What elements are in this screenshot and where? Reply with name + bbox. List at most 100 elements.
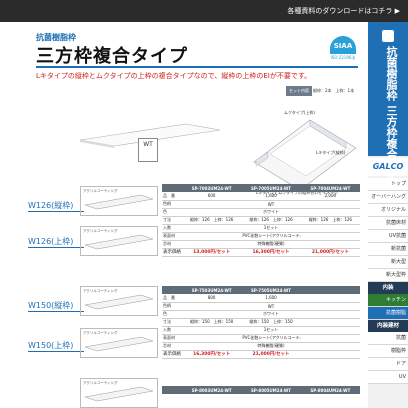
sidebar-item[interactable]: 抗菌床材 xyxy=(368,217,408,230)
header-cell xyxy=(162,184,182,192)
profile-thumb-graphic xyxy=(84,336,154,352)
profile-thumb: アクリルコーティング xyxy=(80,286,158,316)
table-cell: 特殊樹脂(硬質) xyxy=(241,240,301,249)
table-cell xyxy=(182,224,242,233)
spec-table-header: SP-8003UM24-WT SP-8005UM24-WT SP-8004UM2… xyxy=(162,386,360,394)
sidebar-item[interactable]: UV抗菌 xyxy=(368,230,408,243)
profile-thumb-graphic xyxy=(84,294,154,310)
header-cell: SP-7003UM24-WT xyxy=(182,184,242,192)
table-cell xyxy=(300,326,360,335)
table-row: 芯材 特殊樹脂(硬質) xyxy=(162,342,360,351)
table-row: 芯材特殊樹脂(硬質) xyxy=(162,240,360,249)
sidebar-item[interactable]: 抗菌樹脂 xyxy=(368,307,408,320)
header-cell: SP-7503UM24-WT xyxy=(182,286,242,294)
profile-thumb: アクリルコーティング xyxy=(80,378,158,408)
color-swatch-wt: WT xyxy=(138,138,158,162)
table-cell: PVC化粧シート(アクリルコーティング) xyxy=(241,334,301,343)
table-cell xyxy=(300,294,360,303)
page-title: 三方枠複合タイプ xyxy=(36,46,188,67)
sidebar-item[interactable]: 新大型 xyxy=(368,256,408,269)
table-cell: 1セット xyxy=(241,326,301,335)
table-cell: 縦枠：126 上枠：126 xyxy=(182,216,242,225)
sidebar-item[interactable]: オリジナル xyxy=(368,204,408,217)
table-cell: 1セット xyxy=(241,224,301,233)
sidebar-item[interactable]: ドア xyxy=(368,358,408,371)
catalog-page: 抗菌樹脂枠 三方枠複合タイプ Lキタイプの縦枠とムクタイプの上枠の複合タイプなの… xyxy=(0,22,368,408)
category-label: 抗菌樹脂枠 xyxy=(36,33,76,42)
table-cell: 1,600 xyxy=(241,294,301,303)
sidebar-item[interactable]: キッチン xyxy=(368,294,408,307)
table-cell: 600 xyxy=(182,192,242,201)
sidebar-item[interactable]: 新抗菌 xyxy=(368,243,408,256)
illustration-label-top: ムクタイプ(上枠) xyxy=(284,110,315,115)
table-row: 色ホワイト xyxy=(162,208,360,217)
table-cell xyxy=(182,208,242,217)
swatch-label: WT xyxy=(143,141,153,148)
sidebar-item[interactable]: 新大型枠 xyxy=(368,269,408,282)
brand-logo[interactable]: GALCO xyxy=(368,158,408,176)
header-cell xyxy=(300,286,360,294)
profile-thumb-graphic xyxy=(84,194,154,210)
download-link[interactable]: 各種資料のダウンロードはコチラ ▶ xyxy=(287,7,400,15)
set-contents-value: 縦枠：2本 上枠：1本 xyxy=(313,88,355,93)
row-label: 表示価格 xyxy=(162,350,182,359)
sidebar-item[interactable]: トップ xyxy=(368,178,408,191)
header-cell xyxy=(162,286,182,294)
sidebar-item[interactable]: 抗菌 xyxy=(368,332,408,345)
set-contents-label: セット内容 xyxy=(286,86,312,96)
table-cell xyxy=(300,208,360,217)
table-cell: 800 xyxy=(182,294,242,303)
thumb-label: アクリルコーティング xyxy=(83,289,118,293)
header-cell: SP-7005UM24-WT xyxy=(241,184,301,192)
frame-illustration: ムクタイプ(上枠) Lキタイプ(縦枠) Lキタイプとムクタイプの組み合わせイメー… xyxy=(250,102,358,196)
table-cell xyxy=(182,334,242,343)
table-cell: 2,000 xyxy=(300,192,360,201)
table-cell: 縦枠：126 上枠：126 xyxy=(300,216,360,225)
profile-thumb: アクリルコーティング xyxy=(80,328,158,358)
header-cell: SP-8005UM24-WT xyxy=(241,386,301,394)
thumb-label: アクリルコーティング xyxy=(83,331,118,335)
product-label-w150-top: W150(上枠) xyxy=(28,340,84,352)
set-contents: セット内容 縦枠：2本 上枠：1本 xyxy=(286,86,358,96)
row-label: 表面材 xyxy=(162,334,182,343)
row-label: 色柄 xyxy=(162,302,182,311)
table-cell xyxy=(182,326,242,335)
table-cell: 縦枠：150 上枠：150 xyxy=(241,318,301,327)
sidebar-item[interactable]: UV xyxy=(368,371,408,384)
table-cell xyxy=(300,302,360,311)
sidebar-section-header: 内装建材 xyxy=(368,320,408,332)
header-cell: SP-8003UM24-WT xyxy=(182,386,242,394)
price-cell: 16,300円/セット xyxy=(182,350,242,359)
sidebar-item[interactable]: オーバーハング xyxy=(368,191,408,204)
product-label-w126-side: W126(縦枠) xyxy=(28,200,84,212)
price-cell: 21,000円/セット xyxy=(241,350,301,359)
sidebar-item[interactable]: 樹脂枠 xyxy=(368,345,408,358)
right-sidebar: 抗菌樹脂枠 三方枠複合タイプ GALCO トップオーバーハングオリジナル抗菌床材… xyxy=(368,22,408,408)
price-cell xyxy=(300,350,360,359)
product-icon xyxy=(382,30,394,42)
frame-plank-image xyxy=(80,123,220,148)
illustration-label-side: Lキタイプ(縦枠) xyxy=(316,150,346,155)
row-label: 入数 xyxy=(162,326,182,335)
table-cell xyxy=(300,334,360,343)
profile-thumb: アクリルコーティング xyxy=(80,186,158,216)
table-cell xyxy=(182,240,242,249)
title-divider xyxy=(36,66,358,68)
table-cell: 縦枠：126 上枠：126 xyxy=(241,216,301,225)
table-cell: 特殊樹脂(硬質) xyxy=(241,342,301,351)
sidebar-product-banner[interactable]: 抗菌樹脂枠 三方枠複合タイプ xyxy=(368,22,408,193)
price-cell: 16,300円/セット xyxy=(241,248,301,257)
thumb-label: アクリルコーティング xyxy=(83,229,118,233)
row-label: 芯材 xyxy=(162,342,182,351)
header-cell xyxy=(162,386,182,394)
table-cell xyxy=(182,200,242,209)
table-cell xyxy=(182,302,242,311)
